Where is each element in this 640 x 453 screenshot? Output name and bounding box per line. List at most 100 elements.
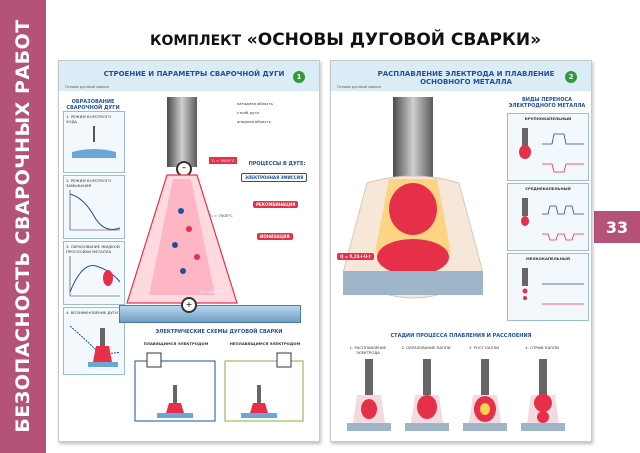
ion bbox=[194, 254, 200, 260]
power-source bbox=[276, 352, 292, 368]
ion bbox=[180, 268, 186, 274]
oscillogram bbox=[542, 233, 584, 241]
processes-title: ПРОЦЕССЫ В ДУГЕ: bbox=[248, 161, 306, 167]
workpiece bbox=[463, 423, 507, 431]
electrode-rod bbox=[522, 128, 528, 146]
workpiece-shape bbox=[72, 149, 116, 158]
anode-spot: + bbox=[181, 297, 197, 313]
workpiece bbox=[88, 362, 118, 367]
step-3-graph bbox=[69, 256, 121, 297]
workpiece bbox=[157, 413, 193, 418]
process-tag: РЕКОМБИНАЦИЯ bbox=[253, 201, 299, 208]
corner-note: Основы дуговой сварки bbox=[337, 85, 381, 89]
step-4-graph bbox=[69, 325, 121, 367]
drop bbox=[522, 288, 528, 294]
power-source bbox=[146, 352, 162, 368]
drop bbox=[521, 216, 529, 226]
ion bbox=[186, 226, 192, 232]
electrode-rod bbox=[423, 359, 431, 395]
arc-flame bbox=[93, 346, 112, 362]
transfer-label: МЕЛКОКАПЕЛЬНЫЙ bbox=[525, 256, 570, 261]
circuit-wire bbox=[224, 360, 304, 422]
circuits-title: ЭЛЕКТРИЧЕСКИЕ СХЕМЫ ДУГОВОЙ СВАРКИ bbox=[155, 329, 283, 335]
kit-prefix: КОМПЛЕКТ bbox=[150, 33, 242, 49]
curve bbox=[69, 265, 121, 293]
step-box-3: 3. ОБРАЗОВАНИЕ ЖИДКОЙ ПРОСЛОЙКИ МЕТАЛЛА bbox=[63, 241, 125, 305]
arc-flame bbox=[250, 403, 268, 413]
transfer-box-3: МЕЛКОКАПЕЛЬНЫЙ bbox=[507, 253, 589, 321]
stage-3 bbox=[463, 359, 507, 431]
stage-1 bbox=[347, 359, 391, 431]
melting-arc bbox=[342, 175, 484, 299]
transfer-box-1: КРУПНОКАПЕЛЬНЫЙ bbox=[507, 113, 589, 181]
step-label: 2. РЕЖИМ КОРОТКОГО ЗАМЫКАНИЯ bbox=[66, 178, 112, 188]
curve bbox=[69, 193, 121, 230]
transfer-title: ВИДЫ ПЕРЕНОСА ЭЛЕКТРОДНОГО МЕТАЛЛА bbox=[508, 97, 586, 109]
step-box-2: 2. РЕЖИМ КОРОТКОГО ЗАМЫКАНИЯ bbox=[63, 175, 125, 239]
electrode-rod bbox=[100, 328, 105, 346]
electrode-rod bbox=[393, 97, 433, 177]
workpiece bbox=[343, 271, 483, 295]
formula-tag: Q = 0,24·I·U·t bbox=[337, 253, 374, 260]
drop bbox=[519, 145, 531, 159]
temp-top: T₁ = 3000°C bbox=[209, 157, 237, 164]
electrode-rod bbox=[257, 385, 261, 403]
step-box-1: 1. РЕЖИМ КОРОТКОГО ХОДА bbox=[63, 111, 125, 173]
left-column-title: ОБРАЗОВАНИЕ СВАРОЧНОЙ ДУГИ bbox=[66, 99, 120, 111]
poster-title: СТРОЕНИЕ И ПАРАМЕТРЫ СВАРОЧНОЙ ДУГИ bbox=[103, 70, 285, 78]
legend-item: столб дуги bbox=[237, 110, 259, 115]
kit-title: КОМПЛЕКТ «ОСНОВЫ ДУГОВОЙ СВАРКИ» bbox=[150, 30, 541, 50]
circuit-right-label: НЕПЛАВЯЩИМСЯ ЭЛЕКТРОДОМ bbox=[229, 341, 301, 346]
transfer-graph bbox=[522, 268, 584, 305]
legend-item: анодная область bbox=[237, 119, 272, 124]
side-bar: БЕЗОПАСНОСТЬ СВАРОЧНЫХ РАБОТ bbox=[0, 0, 46, 453]
step-label: 1. РЕЖИМ КОРОТКОГО ХОДА bbox=[66, 114, 112, 124]
circuit-diagrams bbox=[134, 352, 304, 422]
stage-label: 1. РАСПЛАВЛЕНИЕ ЭЛЕКТРОДА bbox=[349, 345, 387, 355]
poster-header bbox=[59, 61, 319, 91]
step-1-graph bbox=[72, 126, 116, 158]
kit-name: «ОСНОВЫ ДУГОВОЙ СВАРКИ» bbox=[246, 30, 542, 50]
legend: катодная область столб дуги анодная обла… bbox=[237, 101, 313, 124]
corner-note: Основы дуговой сварки bbox=[65, 85, 109, 89]
stages-title: СТАДИИ ПРОЦЕССА ПЛАВЛЕНИЯ И РАССЛОЕНИЯ bbox=[390, 333, 532, 339]
page-number-badge: 33 bbox=[594, 211, 640, 243]
electrode-rod bbox=[167, 97, 197, 167]
poster-arc-structure: Основы дуговой сварки СТРОЕНИЕ И ПАРАМЕТ… bbox=[58, 60, 320, 442]
stage-4 bbox=[521, 359, 565, 431]
weld-pool bbox=[377, 239, 449, 275]
workpiece bbox=[347, 423, 391, 431]
step-box-4: 4. ВОЗНИКНОВЕНИЕ ДУГИ bbox=[63, 307, 125, 375]
oscillogram bbox=[542, 205, 584, 215]
electrode-rod bbox=[539, 359, 547, 395]
transfer-label: СРЕДНЕКАПЕЛЬНЫЙ bbox=[525, 186, 571, 191]
transfer-box-2: СРЕДНЕКАПЕЛЬНЫЙ bbox=[507, 183, 589, 251]
molten-drop bbox=[389, 183, 437, 235]
transfer-graph bbox=[519, 128, 584, 173]
electrode-rod bbox=[365, 359, 373, 395]
stage-diagrams bbox=[347, 359, 565, 431]
electrode-rod bbox=[481, 359, 489, 395]
circuit-wire bbox=[134, 360, 216, 422]
stage-label: 2. ОБРАЗОВАНИЕ КАПЛИ bbox=[401, 345, 451, 350]
curve bbox=[69, 325, 121, 354]
drop bbox=[537, 411, 549, 423]
electrode-rod bbox=[522, 198, 528, 216]
process-tag: ЭЛЕКТРОННАЯ ЭМИССИЯ bbox=[241, 173, 308, 182]
stage-label: 4. ОТРЫВ КАПЛИ bbox=[525, 345, 559, 350]
side-title: БЕЗОПАСНОСТЬ СВАРОЧНЫХ РАБОТ bbox=[12, 19, 34, 433]
arc-column bbox=[126, 174, 238, 304]
workpiece bbox=[405, 423, 449, 431]
drop bbox=[523, 296, 527, 300]
step-label: 3. ОБРАЗОВАНИЕ ЖИДКОЙ ПРОСЛОЙКИ МЕТАЛЛА bbox=[66, 244, 120, 254]
transfer-label: КРУПНОКАПЕЛЬНЫЙ bbox=[524, 116, 572, 121]
drop-core bbox=[480, 403, 490, 415]
poster-title: РАСПЛАВЛЕНИЕ ЭЛЕКТРОДА И ПЛАВЛЕНИЕ ОСНОВ… bbox=[377, 70, 555, 86]
poster-number: 1 bbox=[293, 71, 305, 83]
legend-item: катодная область bbox=[237, 101, 274, 106]
process-tag: ИОНИЗАЦИЯ bbox=[257, 233, 293, 240]
step-2-graph bbox=[69, 190, 121, 231]
electrode-rod bbox=[522, 268, 528, 286]
workpiece bbox=[521, 423, 565, 431]
oscillogram bbox=[542, 133, 584, 145]
